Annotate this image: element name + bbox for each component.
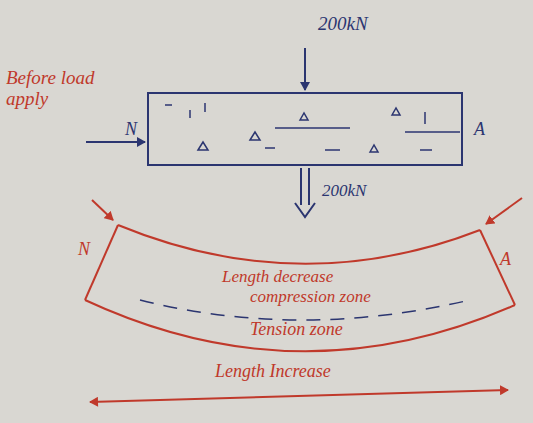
zone-note: Length Increase (215, 362, 331, 382)
zone-label: compression zone (250, 288, 371, 307)
end-label: A (500, 250, 511, 270)
zone-label: Tension zone (250, 320, 343, 340)
load-value: 200kN (322, 182, 366, 201)
end-label: N (125, 120, 137, 140)
end-label: A (474, 120, 485, 140)
end-label: N (78, 240, 90, 260)
load-value: 200kN (318, 14, 368, 35)
zone-note: Length decrease (222, 268, 333, 287)
note-text: Before load apply (6, 68, 118, 110)
